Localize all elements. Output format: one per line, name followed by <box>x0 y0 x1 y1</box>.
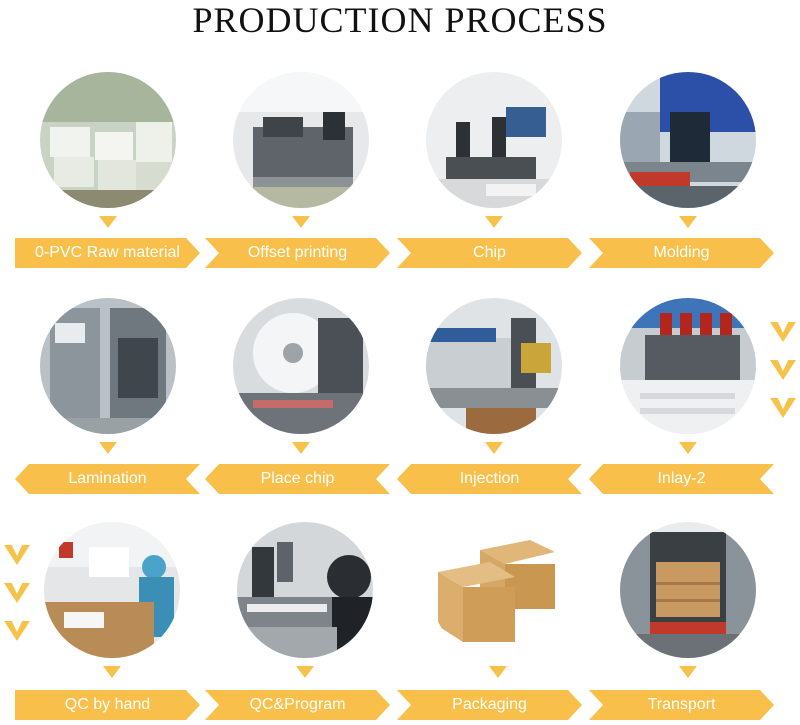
chevron-down-icon <box>4 583 30 603</box>
page-title: PRODUCTION PROCESS <box>192 0 608 40</box>
step-pointer <box>99 442 117 454</box>
chevron-down-icon <box>770 322 796 342</box>
photo-transport <box>620 522 756 658</box>
step-pointer <box>99 216 117 228</box>
step-label-molding: Molding <box>589 238 774 268</box>
step-label-inlay-2: Inlay-2 <box>589 464 774 494</box>
photo-molding <box>620 72 756 208</box>
chevron-down-icon <box>770 398 796 418</box>
step-label-qc-program: QC&Program <box>205 690 390 720</box>
step-pointer <box>485 442 503 454</box>
step-label-chip: Chip <box>397 238 582 268</box>
step-label-raw-material: 0-PVC Raw material <box>15 238 200 268</box>
step-label-packaging: Packaging <box>397 690 582 720</box>
chevron-down-icon <box>4 545 30 565</box>
step-pointer <box>679 442 697 454</box>
step-label-injection: Injection <box>397 464 582 494</box>
photo-injection <box>426 298 562 434</box>
step-pointer <box>292 442 310 454</box>
photo-qc-program <box>237 522 373 658</box>
chevron-down-icon <box>770 360 796 380</box>
step-pointer <box>489 666 507 678</box>
step-pointer <box>679 666 697 678</box>
photo-chip <box>426 72 562 208</box>
photo-pvc-raw-material <box>40 72 176 208</box>
step-label-place-chip: Place chip <box>205 464 390 494</box>
step-pointer <box>296 666 314 678</box>
photo-qc-by-hand <box>44 522 180 658</box>
step-pointer <box>679 216 697 228</box>
photo-lamination <box>40 298 176 434</box>
step-label-qc-by-hand: QC by hand <box>15 690 200 720</box>
step-pointer <box>292 216 310 228</box>
step-label-lamination: Lamination <box>15 464 200 494</box>
photo-packaging <box>430 522 566 658</box>
step-pointer <box>485 216 503 228</box>
photo-place-chip <box>233 298 369 434</box>
chevron-down-icon <box>4 621 30 641</box>
step-pointer <box>103 666 121 678</box>
photo-inlay-2 <box>620 298 756 434</box>
step-label-offset-printing: Offset printing <box>205 238 390 268</box>
photo-offset-printing <box>233 72 369 208</box>
step-label-transport: Transport <box>589 690 774 720</box>
